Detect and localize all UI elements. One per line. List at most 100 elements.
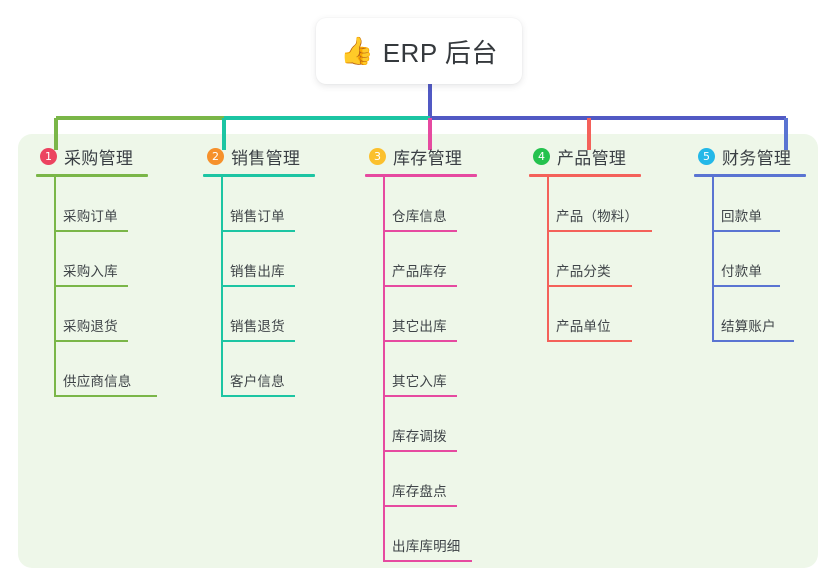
- leaf-item-label: 库存盘点: [392, 484, 447, 499]
- leaf-item[interactable]: 产品单位: [529, 287, 641, 342]
- leaf-item-label: 库存调拨: [392, 429, 447, 444]
- leaf-underline: [383, 450, 457, 452]
- leaf-spine: [712, 177, 714, 342]
- branch-header-1[interactable]: 1 采购管理: [36, 144, 148, 174]
- leaf-item-label: 产品分类: [556, 264, 611, 279]
- leaf-item[interactable]: 销售出库: [203, 232, 315, 287]
- leaf-underline: [221, 285, 295, 287]
- leaf-item-label: 销售订单: [230, 209, 285, 224]
- leaf-underline: [383, 230, 457, 232]
- branch-title: 库存管理: [393, 149, 463, 168]
- branch-underline: [694, 174, 806, 177]
- leaf-underline: [221, 230, 295, 232]
- leaf-item[interactable]: 客户信息: [203, 342, 315, 397]
- leaf-item-label: 采购入库: [63, 264, 118, 279]
- leaf-spine: [221, 177, 223, 397]
- leaf-underline: [383, 395, 457, 397]
- diagram-background-panel: [18, 134, 818, 568]
- leaf-item[interactable]: 结算账户: [694, 287, 806, 342]
- leaf-spine: [54, 177, 56, 397]
- branch-underline: [529, 174, 641, 177]
- leaf-underline: [712, 340, 794, 342]
- branch-number-badge: 5: [698, 148, 715, 165]
- leaf-item[interactable]: 产品库存: [365, 232, 477, 287]
- leaf-underline: [383, 340, 457, 342]
- leaf-item-label: 采购订单: [63, 209, 118, 224]
- branch-title: 销售管理: [231, 149, 301, 168]
- leaf-underline: [383, 505, 457, 507]
- leaf-list: 仓库信息产品库存其它出库其它入库库存调拨库存盘点出库库明细: [365, 177, 477, 562]
- leaf-list: 采购订单采购入库采购退货供应商信息: [36, 177, 157, 397]
- leaf-underline: [54, 285, 128, 287]
- leaf-item[interactable]: 销售订单: [203, 177, 315, 232]
- leaf-item[interactable]: 采购入库: [36, 232, 148, 287]
- leaf-item-label: 客户信息: [230, 374, 285, 389]
- leaf-item-label: 产品（物料）: [556, 209, 639, 224]
- branch-underline: [36, 174, 148, 177]
- leaf-item-label: 付款单: [721, 264, 763, 279]
- leaf-item[interactable]: 采购退货: [36, 287, 148, 342]
- branch-underline: [365, 174, 477, 177]
- leaf-item[interactable]: 库存调拨: [365, 397, 477, 452]
- leaf-underline: [54, 340, 128, 342]
- leaf-item[interactable]: 供应商信息: [36, 342, 157, 397]
- branch-column-1: 1 采购管理采购订单采购入库采购退货供应商信息: [36, 144, 157, 397]
- leaf-item[interactable]: 其它入库: [365, 342, 477, 397]
- branch-title: 财务管理: [722, 149, 792, 168]
- leaf-item-label: 销售出库: [230, 264, 285, 279]
- branch-number-badge: 4: [533, 148, 550, 165]
- leaf-spine: [383, 177, 385, 562]
- branch-title: 采购管理: [64, 149, 134, 168]
- leaf-underline: [712, 285, 780, 287]
- leaf-item[interactable]: 回款单: [694, 177, 806, 232]
- leaf-underline: [221, 340, 295, 342]
- leaf-item[interactable]: 其它出库: [365, 287, 477, 342]
- leaf-item[interactable]: 出库库明细: [365, 507, 477, 562]
- leaf-list: 回款单付款单结算账户: [694, 177, 806, 342]
- leaf-item-label: 其它出库: [392, 319, 447, 334]
- leaf-item-label: 供应商信息: [63, 374, 132, 389]
- leaf-underline: [547, 285, 632, 287]
- branch-number-badge: 2: [207, 148, 224, 165]
- leaf-underline: [547, 340, 632, 342]
- root-node-erp-backend[interactable]: 👍 ERP 后台: [316, 18, 522, 84]
- leaf-underline: [221, 395, 295, 397]
- leaf-item-label: 销售退货: [230, 319, 285, 334]
- root-node-title: ERP 后台: [382, 37, 498, 68]
- leaf-spine: [547, 177, 549, 342]
- branch-number-badge: 3: [369, 148, 386, 165]
- branch-column-4: 4 产品管理产品（物料） 产品分类产品单位: [529, 144, 652, 342]
- leaf-item[interactable]: 采购订单: [36, 177, 148, 232]
- leaf-item[interactable]: 仓库信息: [365, 177, 477, 232]
- branch-underline: [203, 174, 315, 177]
- leaf-item-label: 回款单: [721, 209, 763, 224]
- leaf-item[interactable]: 库存盘点: [365, 452, 477, 507]
- branch-column-2: 2 销售管理销售订单销售出库销售退货客户信息: [203, 144, 315, 397]
- leaf-list: 产品（物料） 产品分类产品单位: [529, 177, 652, 342]
- branch-header-4[interactable]: 4 产品管理: [529, 144, 641, 174]
- leaf-item-label: 其它入库: [392, 374, 447, 389]
- leaf-item[interactable]: 产品（物料）: [529, 177, 652, 232]
- branch-header-2[interactable]: 2 销售管理: [203, 144, 315, 174]
- branch-title: 产品管理: [557, 149, 627, 168]
- thumbs-up-icon: 👍: [340, 35, 374, 66]
- leaf-underline: [383, 560, 472, 562]
- leaf-item-label: 仓库信息: [392, 209, 447, 224]
- leaf-item-label: 结算账户: [721, 319, 776, 334]
- leaf-item[interactable]: 销售退货: [203, 287, 315, 342]
- branch-number-badge: 1: [40, 148, 57, 165]
- leaf-item[interactable]: 付款单: [694, 232, 806, 287]
- leaf-underline: [383, 285, 457, 287]
- leaf-list: 销售订单销售出库销售退货客户信息: [203, 177, 315, 397]
- leaf-item-label: 产品单位: [556, 319, 611, 334]
- branch-header-5[interactable]: 5 财务管理: [694, 144, 806, 174]
- leaf-item-label: 采购退货: [63, 319, 118, 334]
- leaf-item[interactable]: 产品分类: [529, 232, 641, 287]
- leaf-underline: [547, 230, 652, 232]
- branch-header-3[interactable]: 3 库存管理: [365, 144, 477, 174]
- leaf-item-label: 出库库明细: [392, 539, 461, 554]
- leaf-underline: [712, 230, 780, 232]
